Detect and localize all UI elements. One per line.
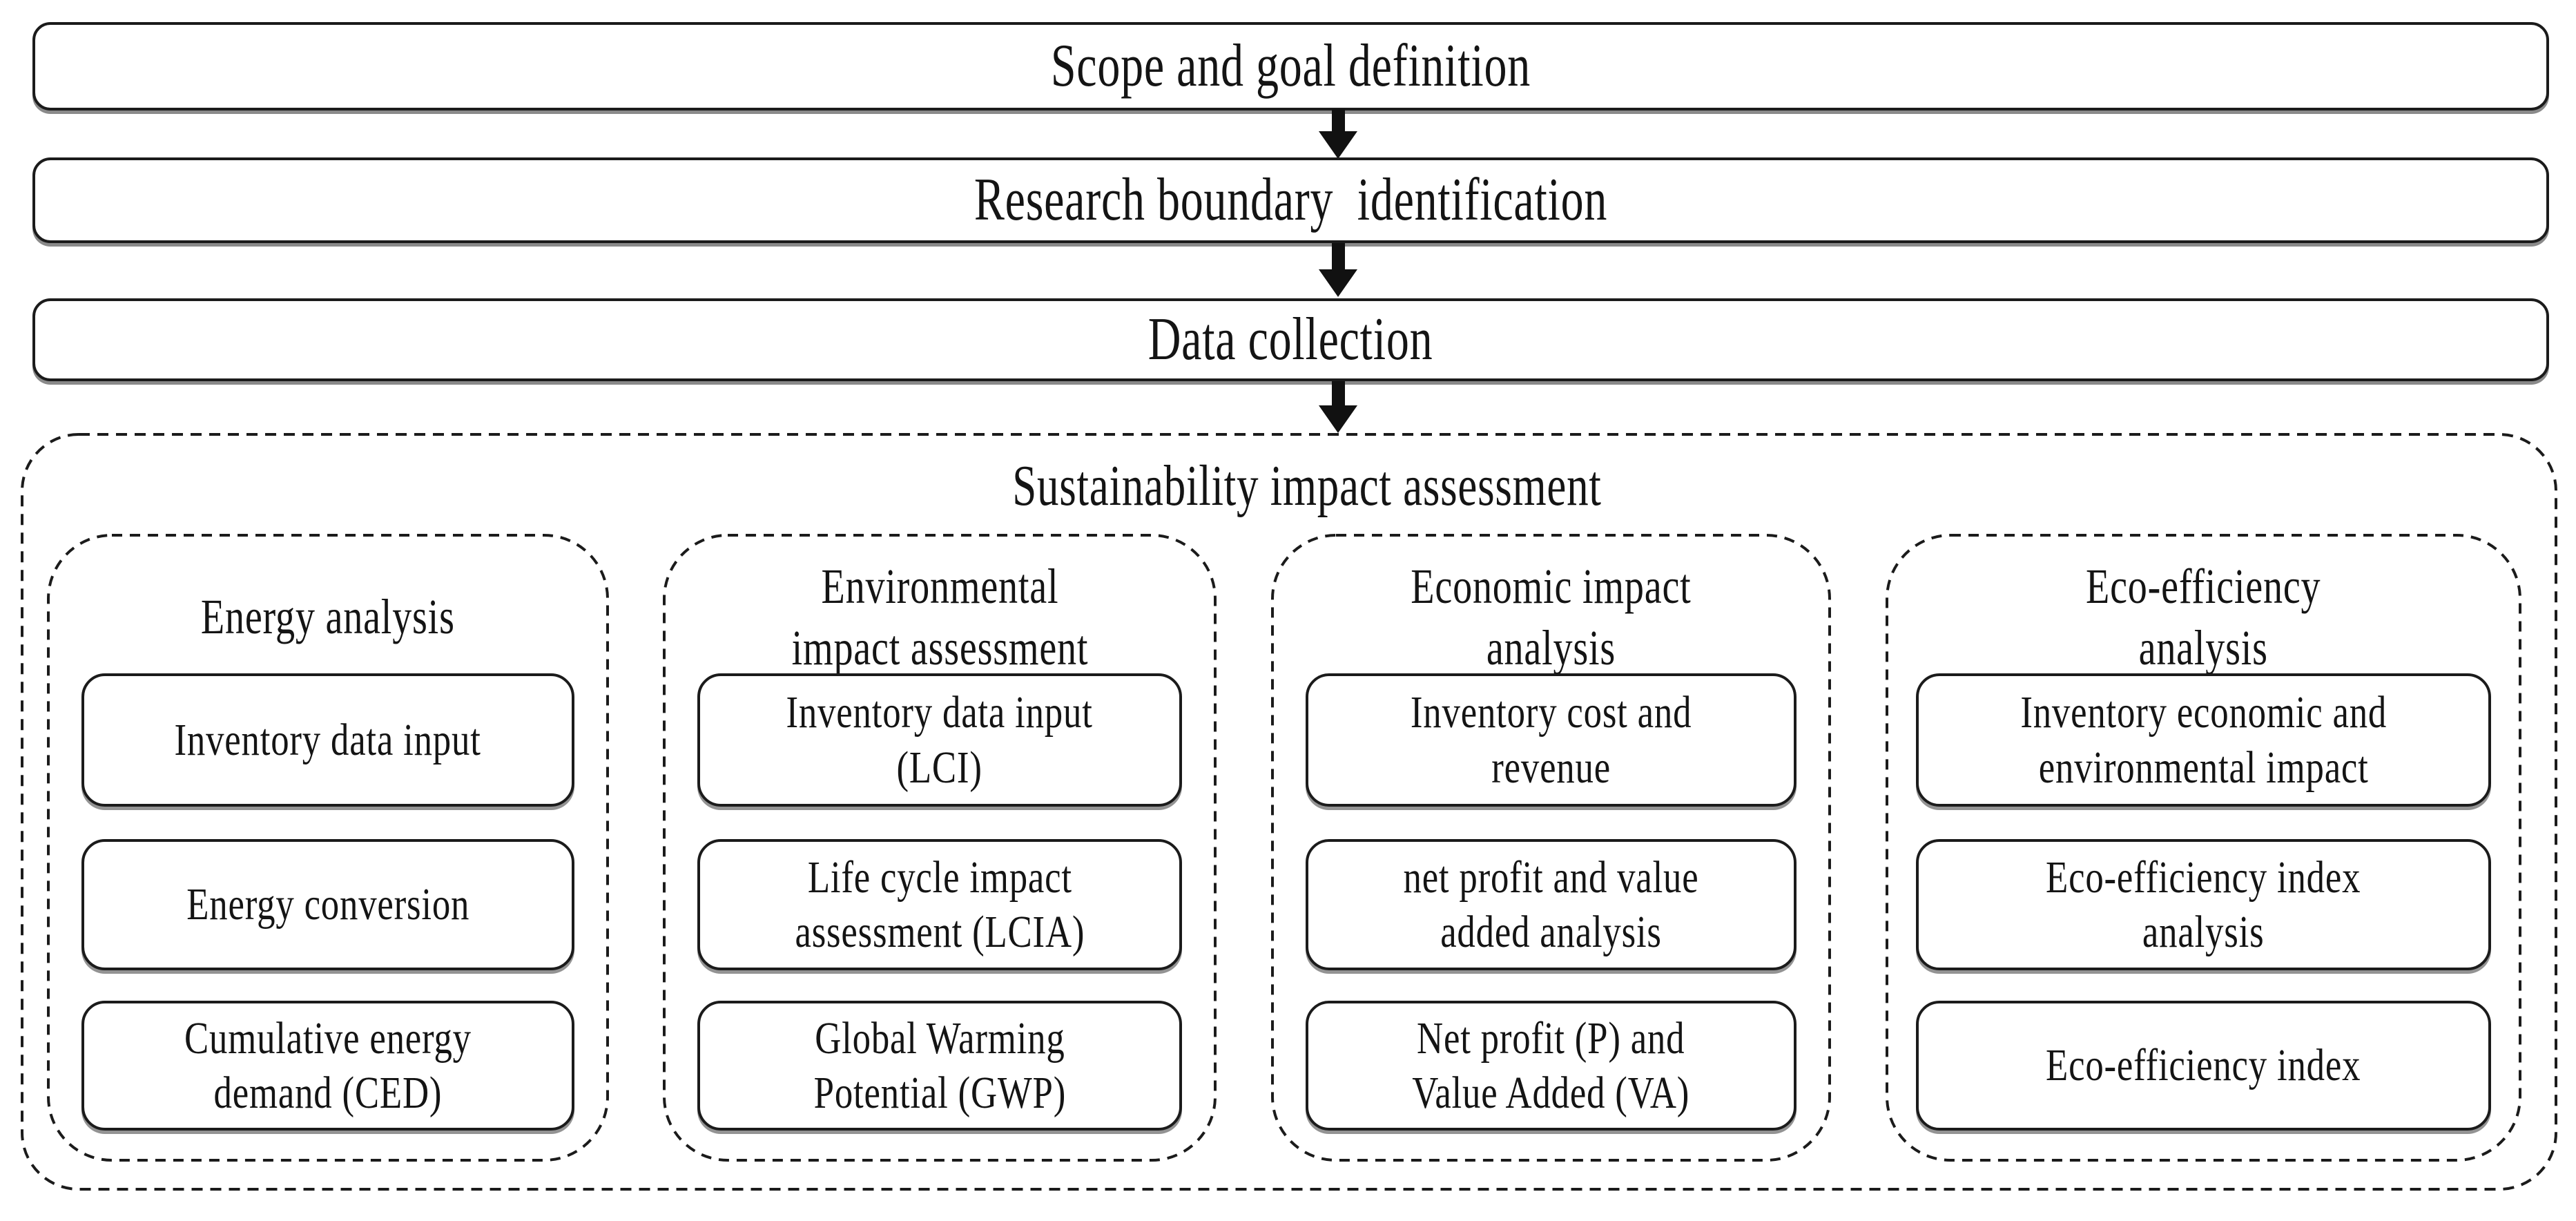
- column-eco-efficiency-title: Eco-efficiency analysis: [1887, 555, 2520, 680]
- box-label: Eco-efficiency index analysis: [2046, 852, 2361, 957]
- arrow-shaft: [1331, 381, 1345, 405]
- box-net-profit-value-added: Net profit (P) and Value Added (VA): [1306, 1001, 1797, 1131]
- box-label: Inventory cost and revenue: [1410, 687, 1692, 793]
- box-label: Inventory data input (LCI): [786, 687, 1094, 793]
- arrow-down-1: [1319, 109, 1357, 159]
- column-environmental-impact: Environmental impact assessment Inventor…: [664, 535, 1215, 1160]
- box-inventory-data-input: Inventory data input: [81, 673, 574, 807]
- box-net-profit-value-added-analysis: net profit and value added analysis: [1306, 839, 1797, 970]
- arrow-head: [1319, 405, 1357, 433]
- column-economic-impact: Economic impact analysis Inventory cost …: [1272, 535, 1830, 1160]
- flow-step-scope-label: Scope and goal definition: [1050, 32, 1531, 99]
- flow-step-boundary-box: Research boundary identification: [32, 157, 2549, 243]
- arrow-down-2: [1319, 243, 1357, 297]
- column-environmental-impact-title: Environmental impact assessment: [664, 555, 1215, 680]
- sustainability-section-title: Sustainability impact assessment: [38, 448, 2576, 523]
- arrow-down-3: [1319, 381, 1357, 433]
- economic-impact-border: [1271, 534, 1831, 1162]
- box-label: Inventory data input: [174, 714, 482, 765]
- column-title-text: Eco-efficiency analysis: [2086, 558, 2321, 675]
- box-label: Energy conversion: [186, 879, 469, 930]
- box-life-cycle-impact-assessment: Life cycle impact assessment (LCIA): [697, 839, 1182, 970]
- column-energy-analysis: Energy analysis Inventory data input Ene…: [48, 535, 608, 1160]
- box-label: Inventory economic and environmental imp…: [2020, 687, 2387, 793]
- box-label: Cumulative energy demand (CED): [184, 1012, 472, 1118]
- box-eco-efficiency-index-analysis: Eco-efficiency index analysis: [1916, 839, 2491, 970]
- box-label: net profit and value added analysis: [1403, 852, 1699, 957]
- box-cumulative-energy-demand: Cumulative energy demand (CED): [81, 1001, 574, 1131]
- flow-step-boundary-label: Research boundary identification: [974, 166, 1608, 233]
- box-label: Life cycle impact assessment (LCIA): [795, 852, 1085, 957]
- arrow-head: [1319, 131, 1357, 159]
- box-inventory-cost-revenue: Inventory cost and revenue: [1306, 673, 1797, 807]
- arrow-shaft: [1331, 109, 1345, 131]
- box-label: Eco-efficiency index: [2046, 1040, 2361, 1091]
- flow-step-data-collection-box: Data collection: [32, 298, 2549, 381]
- environmental-impact-border: [663, 534, 1217, 1162]
- column-title-text: Economic impact analysis: [1411, 558, 1692, 675]
- flow-step-data-collection-label: Data collection: [1148, 305, 1433, 373]
- eco-efficiency-border: [1886, 534, 2521, 1162]
- box-label: Global Warming Potential (GWP): [813, 1012, 1066, 1118]
- column-economic-impact-title: Economic impact analysis: [1272, 555, 1830, 680]
- column-title-text: Energy analysis: [201, 589, 455, 645]
- box-inventory-economic-environmental: Inventory economic and environmental imp…: [1916, 673, 2491, 807]
- box-inventory-data-input-lci: Inventory data input (LCI): [697, 673, 1182, 807]
- column-title-text: Environmental impact assessment: [791, 558, 1088, 675]
- flow-step-scope-box: Scope and goal definition: [32, 22, 2549, 110]
- box-global-warming-potential: Global Warming Potential (GWP): [697, 1001, 1182, 1131]
- box-eco-efficiency-index: Eco-efficiency index: [1916, 1001, 2491, 1131]
- arrow-head: [1319, 269, 1357, 297]
- arrow-shaft: [1331, 243, 1345, 269]
- box-energy-conversion: Energy conversion: [81, 839, 574, 970]
- energy-analysis-border: [47, 534, 609, 1162]
- sustainability-section-title-text: Sustainability impact assessment: [1012, 453, 1602, 518]
- column-eco-efficiency: Eco-efficiency analysis Inventory econom…: [1887, 535, 2520, 1160]
- box-label: Net profit (P) and Value Added (VA): [1412, 1012, 1690, 1118]
- column-energy-analysis-title: Energy analysis: [48, 555, 608, 680]
